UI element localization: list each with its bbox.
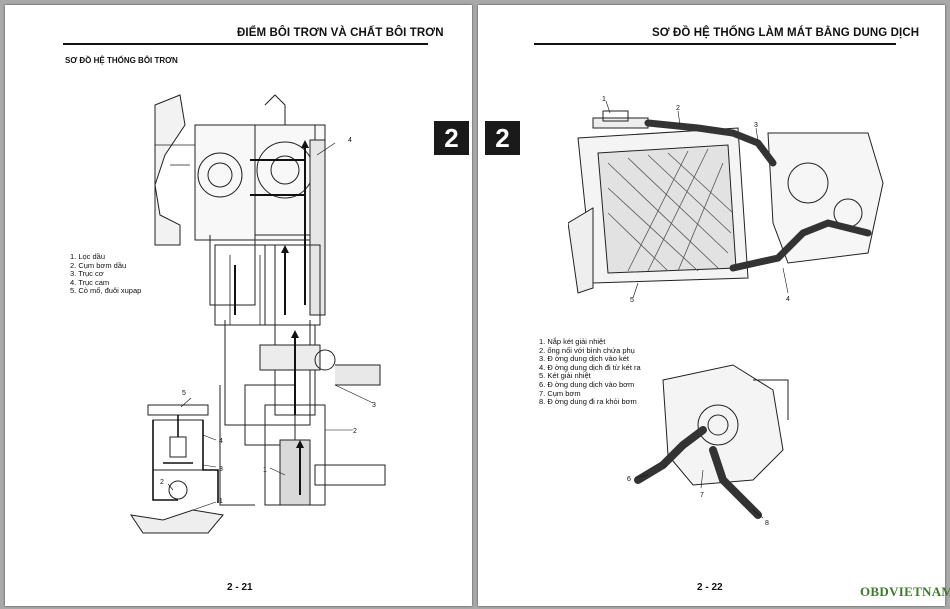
legend-item: 7. Cụm bơm [539, 388, 581, 398]
legend-item: 2. ống nối với bình chứa phụ [539, 345, 635, 355]
legend-item: 3. Trục cơ [70, 269, 104, 279]
water-pump-diagram: 6 7 8 [627, 364, 789, 527]
legend-item: 3. Đ ờng dung dịch vào két [539, 354, 629, 364]
right-page-number: 2 - 22 [697, 582, 723, 593]
radiator-cooling-diagram: 1 2 3 4 5 [568, 96, 884, 303]
legend-item: 4. Đ ờng dung dịch đi từ két ra [539, 362, 641, 372]
legend-item: 4. Trục cam [70, 277, 110, 287]
left-callout-3: 3 [372, 402, 376, 409]
right-manual-page: SƠ ĐỒ HỆ THỐNG LÀM MÁT BẰNG DUNG DỊCH 2 [478, 5, 945, 606]
inset-callout-1: 1 [219, 498, 223, 505]
inset-callout-4: 4 [219, 438, 223, 445]
right-page-header: SƠ ĐỒ HỆ THỐNG LÀM MÁT BẰNG DUNG DỊCH [652, 27, 920, 39]
left-manual-page: ĐIỂM BÔI TRƠN VÀ CHẤT BÔI TRƠN SƠ ĐỒ HỆ … [5, 5, 472, 606]
right-callout-2: 2 [676, 105, 680, 112]
right-callout-1: 1 [602, 96, 606, 103]
right-header-rule [534, 43, 896, 45]
watermark-text: OBDVIETNAM [860, 584, 950, 599]
left-callout-4: 4 [348, 137, 352, 144]
legend-item: 5. Két giải nhiệt [539, 371, 591, 381]
legend-item: 8. Đ ờng dung đi ra khỏi bơm [539, 397, 637, 407]
left-page-number: 2 - 21 [227, 582, 253, 593]
right-callout-8: 8 [765, 520, 769, 527]
legend-item: 2. Cụm bơm dầu [70, 260, 127, 270]
right-callout-4: 4 [786, 296, 790, 303]
legend-item: 5. Cò mổ, đuôi xupap [70, 286, 142, 296]
left-header-rule [63, 43, 428, 45]
lubrication-schematic-inset: 5 4 3 2 1 [129, 390, 224, 534]
legend-item: 1. Lọc dầu [70, 252, 106, 261]
left-callout-1: 1 [263, 467, 267, 474]
legend-item: 1. Nắp két giải nhiệt [539, 337, 606, 346]
right-callout-5: 5 [630, 297, 634, 303]
inset-callout-2: 2 [160, 479, 164, 486]
right-legend: 1. Nắp két giải nhiệt 2. ống nối với bìn… [539, 337, 641, 407]
left-page-subtitle: SƠ ĐỒ HỆ THỐNG BÔI TRƠN [65, 56, 178, 65]
right-callout-6: 6 [627, 476, 631, 483]
left-chapter-tab: 2 [434, 121, 469, 155]
left-legend: 1. Lọc dầu 2. Cụm bơm dầu 3. Trục cơ 4. … [70, 252, 142, 296]
left-page-header: ĐIỂM BÔI TRƠN VÀ CHẤT BÔI TRƠN [237, 27, 444, 39]
right-chapter-tab: 2 [485, 121, 520, 155]
inset-callout-5: 5 [182, 390, 186, 397]
legend-item: 6. Đ ờng dung dịch vào bơm [539, 379, 635, 389]
right-callout-7: 7 [700, 492, 704, 499]
lubrication-system-diagram: 4 3 2 1 [154, 94, 386, 506]
left-callout-2: 2 [353, 428, 357, 435]
right-callout-3: 3 [754, 122, 758, 129]
inset-callout-3: 3 [219, 466, 223, 473]
